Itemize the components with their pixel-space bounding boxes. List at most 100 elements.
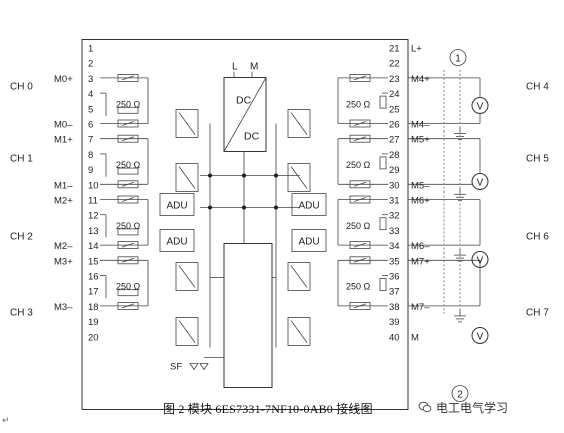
terminal-number: 9 <box>88 165 93 176</box>
terminal-number: 26 <box>389 120 400 131</box>
switch-stroke <box>121 242 135 248</box>
callout-number: 1 <box>455 54 461 65</box>
module-outline <box>81 39 409 410</box>
supply-label-l: L <box>232 62 238 73</box>
signal-label: L+ <box>411 44 422 55</box>
adu-label: ADU <box>298 237 319 248</box>
resistor-value: 250 Ω <box>116 160 141 170</box>
input-filter <box>117 180 139 189</box>
terminal-number: 16 <box>88 272 99 283</box>
isolator-diagonal <box>178 112 196 135</box>
signal-label: M6+ <box>411 196 430 207</box>
terminal-number: 38 <box>389 302 400 313</box>
switch-stroke <box>353 136 367 142</box>
terminal-number: 6 <box>88 120 93 131</box>
terminal-number: 19 <box>88 317 99 328</box>
channel-label: CH 6 <box>526 232 549 243</box>
terminal-number: 21 <box>389 44 400 55</box>
signal-label: M1– <box>54 180 73 191</box>
signal-label: M2+ <box>54 196 73 207</box>
terminal-number: 34 <box>389 241 400 252</box>
sf-label: SF <box>170 362 182 373</box>
input-filter <box>349 74 371 82</box>
signal-label: M5– <box>411 180 430 191</box>
resistor-value: 250 Ω <box>346 99 371 109</box>
terminal-number: 8 <box>88 150 93 161</box>
isolator-diagonal <box>178 166 196 189</box>
terminal-number: 36 <box>389 272 400 283</box>
resistor <box>379 278 387 291</box>
led-icon <box>189 363 199 371</box>
voltmeter <box>471 97 489 114</box>
adu-label: ADU <box>298 201 319 212</box>
switch-stroke <box>121 181 135 187</box>
terminal-number: 22 <box>389 59 400 70</box>
voltmeter-label: V <box>477 102 484 113</box>
isolator-box <box>175 317 199 346</box>
junction-dot <box>274 173 278 178</box>
terminal-number: 20 <box>88 332 99 343</box>
terminal-number: 31 <box>389 196 400 207</box>
input-filter <box>349 195 371 204</box>
input-filter <box>117 74 139 82</box>
isolator-diagonal <box>290 320 308 343</box>
voltmeter <box>471 173 489 190</box>
input-filter <box>117 241 139 250</box>
adu-block <box>291 193 327 216</box>
terminal-number: 27 <box>389 135 400 146</box>
input-filter <box>349 180 371 189</box>
terminal-number: 24 <box>389 89 400 100</box>
switch-stroke <box>121 257 135 263</box>
terminal-number: 14 <box>88 241 99 252</box>
terminal-number: 37 <box>389 287 400 298</box>
terminal-number: 5 <box>88 104 93 115</box>
switch-stroke <box>353 181 367 187</box>
isolator-box <box>287 163 311 192</box>
switch-stroke <box>121 75 135 81</box>
input-filter <box>117 301 139 310</box>
voltmeter <box>471 327 489 344</box>
terminal-number: 3 <box>88 74 93 85</box>
terminal-number: 17 <box>88 287 99 298</box>
input-filter <box>117 195 139 204</box>
resistor <box>379 95 387 109</box>
isolator-box <box>287 109 311 138</box>
terminal-number: 33 <box>389 226 400 237</box>
supply-label-m: M <box>250 62 258 73</box>
isolator-diagonal <box>290 265 308 288</box>
isolator-box <box>287 317 311 346</box>
signal-label: M0– <box>54 120 73 131</box>
signal-label: M6– <box>411 241 430 252</box>
terminal-number: 12 <box>88 211 99 222</box>
figure-caption-bar: 图 2 模块 6ES7331-7NF10-0AB0 接线图 电工电气学习 <box>0 398 564 422</box>
signal-label: M <box>411 332 419 343</box>
resistor <box>117 289 139 297</box>
switch-stroke <box>121 121 135 126</box>
terminal-number: 23 <box>389 74 400 85</box>
dc-converter <box>223 77 267 152</box>
junction-dot <box>242 173 246 178</box>
input-filter <box>349 301 371 310</box>
input-filter <box>117 256 139 265</box>
voltmeter-label: V <box>477 178 484 189</box>
dc-diagonal <box>223 77 267 152</box>
switch-stroke <box>353 257 367 263</box>
terminal-number: 7 <box>88 135 93 146</box>
switch-stroke <box>353 197 367 202</box>
switch-stroke <box>353 303 367 309</box>
dc-label-bottom: DC <box>244 131 260 143</box>
resistor <box>379 217 387 231</box>
resistor-value: 250 Ω <box>116 99 141 109</box>
resistor <box>379 156 387 170</box>
isolator-diagonal <box>290 112 308 135</box>
signal-label: M2– <box>54 241 73 252</box>
signal-label: M4– <box>411 120 430 131</box>
terminal-number: 28 <box>389 150 400 161</box>
channel-label: CH 5 <box>526 154 549 165</box>
channel-label: CH 3 <box>10 308 33 319</box>
adu-label: ADU <box>166 237 187 248</box>
isolator-box <box>175 262 199 291</box>
resistor-value: 250 Ω <box>346 282 371 292</box>
watermark-text: 电工电气学习 <box>436 401 509 415</box>
input-filter <box>349 256 371 265</box>
